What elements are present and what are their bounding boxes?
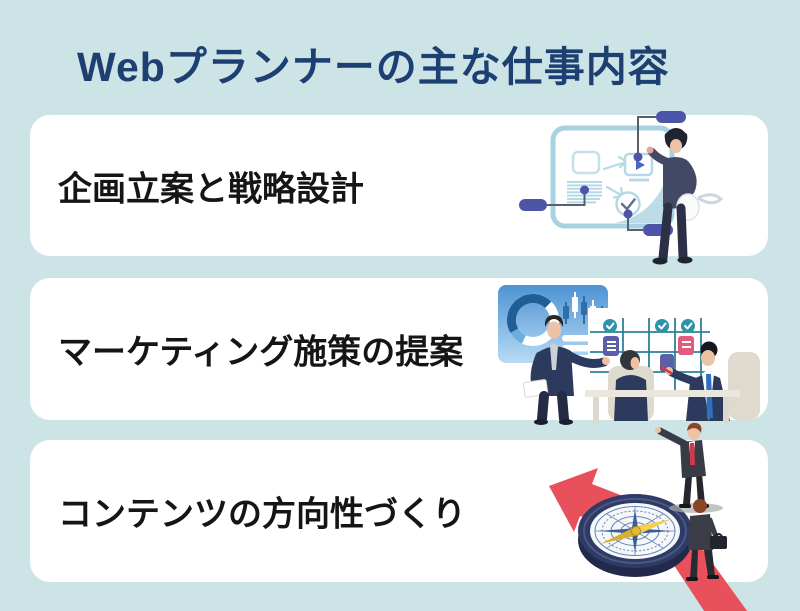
- pill-node-left: [519, 199, 547, 211]
- page-title: Webプランナーの主な仕事内容: [77, 44, 670, 90]
- presenter-person: [646, 128, 724, 265]
- card-content-direction-label: コンテンツの方向性づくり: [58, 495, 466, 534]
- red-tie: [690, 443, 695, 465]
- red-pointer-pen: [659, 365, 673, 375]
- seated-listener: [614, 350, 648, 421]
- wireframe-box-icon: [571, 150, 601, 175]
- board-corner-wedge: [615, 168, 669, 223]
- donut-chart-icon: [506, 294, 559, 346]
- compass-needle: [600, 519, 672, 544]
- whiteboard-flowchart-illustration: [519, 111, 724, 265]
- whiteboard: [519, 111, 686, 236]
- connector-nodes: [519, 111, 686, 236]
- pointing-colleague: [659, 341, 730, 421]
- pointing-businessman: [655, 422, 723, 513]
- team-meeting-illustration: [498, 285, 760, 425]
- walking-businessman: [686, 499, 727, 581]
- presenter: [522, 315, 610, 425]
- check-badges: [603, 319, 695, 333]
- compass: [578, 494, 692, 577]
- briefcase: [710, 536, 727, 549]
- compass-direction-illustration: [549, 422, 748, 611]
- desk: [585, 390, 740, 423]
- sticky-note-purple: [603, 336, 619, 356]
- card-marketing-label: マーケティング施策の提案: [58, 333, 464, 372]
- pill-node-top: [656, 111, 686, 123]
- chair-right: [728, 352, 760, 420]
- card-planning-label: 企画立案と戦略設計: [58, 170, 364, 208]
- idea-doodle: [697, 193, 724, 205]
- sticky-note-pink: [678, 336, 694, 355]
